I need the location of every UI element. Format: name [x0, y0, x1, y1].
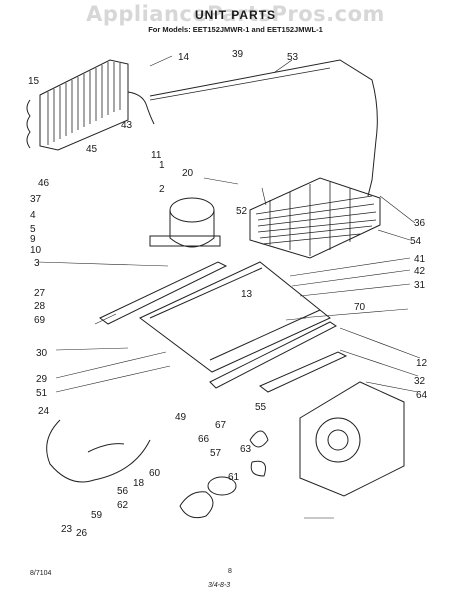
callout-66: 66 — [198, 434, 210, 445]
refrigerant-line — [149, 59, 378, 197]
callout-37: 37 — [30, 194, 42, 205]
callout-52: 52 — [236, 206, 248, 217]
callout-64: 64 — [416, 390, 428, 401]
callout-3: 3 — [34, 258, 40, 269]
callout-55: 55 — [255, 402, 267, 413]
footer-code: 8/7104 — [30, 570, 52, 577]
callout-42: 42 — [414, 266, 426, 277]
watermark: AppliancePartsPros.com — [86, 2, 385, 26]
callout-10: 10 — [30, 245, 42, 256]
callout-4: 4 — [30, 210, 36, 221]
callout-60: 60 — [149, 468, 161, 479]
callout-28: 28 — [34, 301, 46, 312]
fan-shroud — [299, 381, 405, 497]
callout-43: 43 — [121, 120, 133, 131]
callout-39: 39 — [232, 49, 244, 60]
callout-61: 61 — [228, 472, 240, 483]
callout-11: 11 — [151, 150, 162, 161]
callout-62: 62 — [117, 500, 129, 511]
wiring-harness — [46, 419, 151, 483]
callout-41: 41 — [414, 254, 426, 265]
callout-14: 14 — [178, 52, 190, 63]
condenser-coil — [26, 59, 155, 151]
footer-stamp: 3/4-8-3 — [208, 582, 231, 589]
callout-56: 56 — [117, 486, 129, 497]
callout-26: 26 — [76, 528, 88, 539]
fan-motor — [179, 430, 269, 519]
model-subtitle: For Models: EET152JMWR-1 and EET152JMWL-… — [148, 25, 323, 34]
callout-49: 49 — [175, 412, 187, 423]
callout-1: 1 — [159, 160, 165, 171]
base-frame — [99, 261, 348, 393]
callout-2: 2 — [159, 184, 165, 195]
callout-30: 30 — [36, 348, 48, 359]
callout-31: 31 — [414, 280, 426, 291]
callout-63: 63 — [240, 444, 252, 455]
footer-page: 8 — [228, 568, 232, 575]
callout-12: 12 — [416, 358, 428, 369]
callout-24: 24 — [38, 406, 50, 417]
callout-59: 59 — [91, 510, 103, 521]
leader-lines — [37, 55, 421, 519]
callout-5: 5 — [30, 224, 36, 235]
callout-69: 69 — [34, 315, 46, 326]
callout-46: 46 — [38, 178, 50, 189]
evaporator-coil — [249, 177, 381, 259]
callout-54: 54 — [410, 236, 422, 247]
compressor — [149, 197, 221, 248]
callout-70: 70 — [354, 302, 366, 313]
callout-45: 45 — [86, 144, 98, 155]
callout-9: 9 — [30, 234, 36, 245]
callout-57: 57 — [210, 448, 222, 459]
callout-32: 32 — [414, 376, 426, 387]
callout-67: 67 — [215, 420, 227, 431]
callout-13: 13 — [241, 289, 253, 300]
page-title: UNIT PARTS — [194, 8, 277, 22]
callout-36: 36 — [414, 218, 426, 229]
callout-15: 15 — [28, 76, 40, 87]
callout-51: 51 — [36, 388, 48, 399]
callout-18: 18 — [133, 478, 145, 489]
callout-29: 29 — [36, 374, 48, 385]
callout-23: 23 — [61, 524, 73, 535]
callout-20: 20 — [182, 168, 194, 179]
callout-27: 27 — [34, 288, 46, 299]
callout-53: 53 — [287, 52, 299, 63]
